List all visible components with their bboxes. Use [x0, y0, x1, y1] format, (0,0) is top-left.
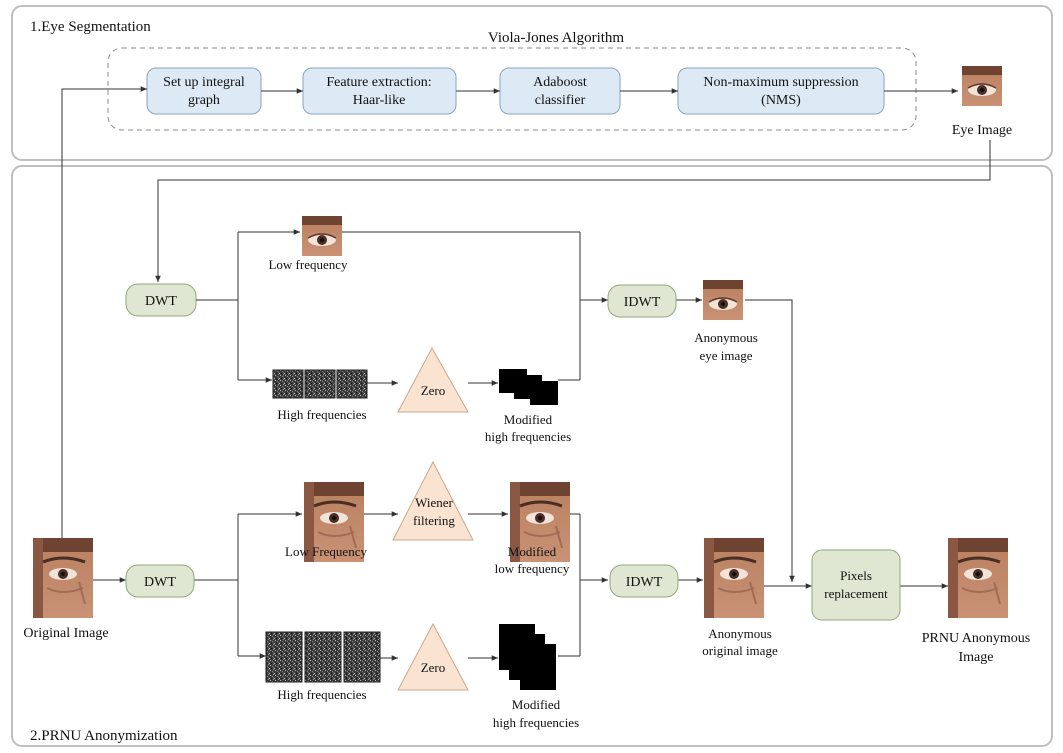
pixels-label-1: Pixels — [840, 568, 872, 583]
step-adaboost-line1: Adaboost — [533, 75, 587, 90]
viola-jones-title: Viola-Jones Algorithm — [488, 30, 625, 46]
prnu-label-2: Image — [959, 650, 994, 665]
eye-to-dwt-connector — [155, 140, 991, 282]
idwt-top-label: IDWT — [624, 295, 661, 310]
original-image-thumbnail — [31, 536, 95, 620]
anonymous-original-label-1: Anonymous — [708, 626, 772, 641]
high-frequencies-bottom-tiles — [265, 631, 381, 683]
anonymous-original-label-2: original image — [702, 643, 778, 658]
step-integral-graph-line2: graph — [188, 93, 220, 108]
dwt-block-bottom: DWT — [125, 564, 195, 598]
anonymous-original-thumbnail — [702, 536, 766, 620]
modified-high-top-tiles — [499, 369, 558, 405]
modified-high-top-label-1: Modified — [504, 412, 553, 427]
modified-high-bottom-label-2: high frequencies — [493, 715, 579, 730]
step-nms: Non-maximum suppression (NMS) — [677, 67, 885, 115]
wiener-filtering-block: Wiener filtering — [392, 460, 474, 541]
modified-high-top-label-2: high frequencies — [485, 429, 571, 444]
low-frequency-bottom-label: Low Frequency — [285, 544, 367, 559]
prnu-label-1: PRNU Anonymous — [922, 631, 1031, 646]
step-integral-graph: Set up integral graph — [146, 67, 262, 115]
prnu-anonymous-thumbnail — [946, 536, 1010, 620]
modified-low-label-2: low frequency — [495, 561, 570, 576]
step-integral-graph-line1: Set up integral — [163, 75, 245, 90]
pixels-replacement-block: Pixels replacement — [811, 549, 901, 621]
dwt-block-top: DWT — [125, 283, 197, 317]
idwt-block-bottom: IDWT — [609, 564, 679, 598]
zero-block-top: Zero — [397, 346, 469, 413]
section-1-title: 1.Eye Segmentation — [30, 19, 151, 35]
top-dwt-branches — [196, 229, 795, 582]
viola-jones-region — [107, 47, 917, 131]
anonymous-eye-label-2: eye image — [699, 348, 752, 363]
step-nms-line1: Non-maximum suppression — [703, 75, 858, 90]
bottom-branches — [93, 511, 948, 661]
wiener-label-2: filtering — [413, 513, 455, 528]
pixels-label-2: replacement — [824, 586, 888, 601]
zero-bottom-label: Zero — [421, 660, 446, 675]
low-frequency-top-label: Low frequency — [268, 257, 348, 272]
original-image-label: Original Image — [23, 626, 108, 641]
modified-high-bottom-tiles — [499, 624, 556, 690]
dwt-top-label: DWT — [145, 294, 177, 309]
step-feature-extraction-line1: Feature extraction: — [326, 75, 431, 90]
step-nms-line2: (NMS) — [761, 93, 801, 108]
high-frequencies-top-tiles — [272, 369, 368, 399]
wiener-label-1: Wiener — [415, 495, 453, 510]
step-feature-extraction: Feature extraction: Haar-like — [302, 67, 457, 115]
eye-image-thumbnail — [961, 65, 1003, 107]
anonymous-eye-thumbnail — [702, 279, 744, 321]
high-frequencies-bottom-label: High frequencies — [277, 687, 366, 702]
eye-image-label: Eye Image — [952, 123, 1012, 138]
modified-low-label-1: Modified — [508, 544, 557, 559]
low-frequency-top-thumbnail — [301, 215, 343, 257]
step-adaboost: Adaboost classifier — [499, 67, 621, 115]
high-frequencies-top-label: High frequencies — [277, 407, 366, 422]
zero-top-label: Zero — [421, 383, 446, 398]
zero-block-bottom: Zero — [397, 622, 469, 691]
section-2-title: 2.PRNU Anonymization — [30, 728, 178, 744]
anonymous-eye-label-1: Anonymous — [694, 330, 758, 345]
step-feature-extraction-line2: Haar-like — [353, 93, 406, 108]
step-adaboost-line2: classifier — [535, 93, 586, 108]
modified-high-bottom-label-1: Modified — [512, 697, 561, 712]
idwt-block-top: IDWT — [607, 284, 677, 318]
original-to-viola-jones-connector — [61, 86, 147, 540]
idwt-bottom-label: IDWT — [626, 575, 663, 590]
dwt-bottom-label: DWT — [144, 575, 176, 590]
